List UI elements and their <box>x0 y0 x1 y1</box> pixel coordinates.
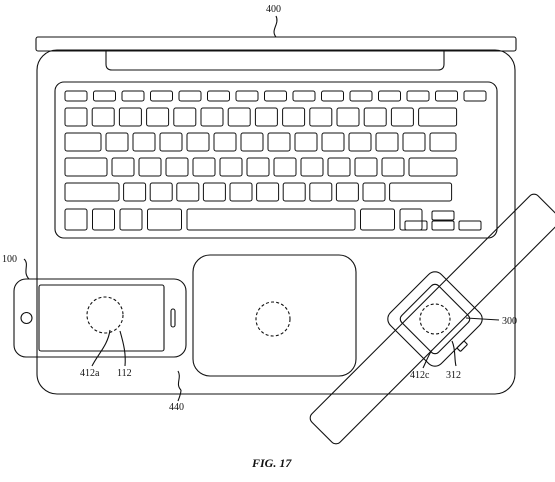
keyboard-key <box>147 208 182 231</box>
keyboard-key <box>64 157 108 177</box>
trackpad-charging-coil <box>255 301 291 337</box>
keyboard-key <box>349 90 373 102</box>
keyboard-key <box>207 90 230 102</box>
keyboard-key <box>463 90 487 102</box>
keyboard-key <box>267 132 291 152</box>
keyboard-key <box>240 132 264 152</box>
keyboard-key <box>186 208 356 231</box>
trackpad <box>192 254 357 377</box>
keyboard-key <box>64 182 120 202</box>
keyboard-key <box>354 157 378 177</box>
keyboard-key <box>192 157 216 177</box>
keyboard-key <box>138 157 162 177</box>
keyboard-key <box>227 107 251 127</box>
keyboard-key <box>294 132 318 152</box>
keyboard-key <box>159 132 183 152</box>
keyboard-key <box>381 157 405 177</box>
keyboard-keys <box>64 90 487 231</box>
keyboard-key <box>292 90 316 102</box>
keyboard-key <box>235 90 259 102</box>
keyboard-key <box>173 107 197 127</box>
arrow-key <box>431 210 455 221</box>
keyboard-key <box>200 107 224 127</box>
keyboard-key <box>309 107 333 127</box>
keyboard-key <box>213 132 237 152</box>
keyboard-key <box>132 132 156 152</box>
keyboard-key <box>246 157 270 177</box>
keyboard-key <box>64 208 88 231</box>
keyboard-key <box>399 208 423 231</box>
label-phone-coil: 412a <box>80 368 100 379</box>
keyboard-key <box>335 182 359 202</box>
keyboard-key <box>150 90 173 102</box>
keyboard-key <box>327 157 351 177</box>
keyboard-key <box>176 182 200 202</box>
keyboard-key <box>178 90 202 102</box>
keyboard-key <box>406 90 430 102</box>
arrow-key <box>458 220 482 231</box>
keyboard-key <box>282 182 306 202</box>
keyboard-key <box>64 132 102 152</box>
keyboard-key <box>64 107 88 127</box>
keyboard-key <box>264 90 287 102</box>
keyboard-key <box>389 182 453 202</box>
keyboard-key <box>402 132 426 152</box>
keyboard-key <box>219 157 243 177</box>
keyboard-key <box>105 132 129 152</box>
label-deck: 440 <box>169 402 184 413</box>
phone-charging-coil <box>86 296 124 334</box>
keyboard-key <box>429 132 457 152</box>
keyboard-key <box>336 107 360 127</box>
keyboard-key <box>119 208 143 231</box>
keyboard-key <box>256 182 280 202</box>
label-phone-region: 112 <box>117 368 132 379</box>
arrow-key <box>404 220 428 231</box>
keyboard-key <box>186 132 210 152</box>
label-phone: 100 <box>2 254 17 265</box>
keyboard-key <box>348 132 372 152</box>
keyboard-key <box>362 182 386 202</box>
label-watch-region: 312 <box>446 370 461 381</box>
keyboard-key <box>123 182 147 202</box>
watch <box>309 193 555 445</box>
label-laptop: 400 <box>266 4 281 15</box>
keyboard-key <box>390 107 414 127</box>
arrow-key <box>431 220 455 231</box>
keyboard-key <box>64 90 88 102</box>
keyboard-key <box>93 90 116 102</box>
keyboard <box>54 81 498 239</box>
label-watch: 300 <box>502 316 517 327</box>
keyboard-key <box>435 90 458 102</box>
keyboard-key <box>202 182 226 202</box>
keyboard-key <box>91 107 115 127</box>
keyboard-key <box>378 90 401 102</box>
keyboard-key <box>111 157 135 177</box>
keyboard-key <box>146 107 170 127</box>
keyboard-key <box>321 90 344 102</box>
keyboard-key <box>273 157 297 177</box>
keyboard-key <box>300 157 324 177</box>
keyboard-key <box>309 182 333 202</box>
keyboard-key <box>375 132 399 152</box>
keyboard-key <box>321 132 345 152</box>
laptop-lid <box>35 36 517 71</box>
label-watch-coil: 412c <box>410 370 430 381</box>
keyboard-key <box>418 107 458 127</box>
keyboard-key <box>165 157 189 177</box>
keyboard-key <box>282 107 306 127</box>
keyboard-key <box>149 182 173 202</box>
keyboard-key <box>92 208 115 231</box>
keyboard-key <box>363 107 387 127</box>
keyboard-key <box>229 182 253 202</box>
keyboard-key <box>118 107 142 127</box>
phone <box>13 278 187 358</box>
keyboard-key <box>254 107 278 127</box>
leader-lines <box>23 15 500 402</box>
laptop-base <box>36 49 516 395</box>
keyboard-key <box>360 208 395 231</box>
keyboard-key <box>121 90 145 102</box>
figure-caption: FIG. 17 <box>251 456 292 470</box>
keyboard-key <box>408 157 458 177</box>
